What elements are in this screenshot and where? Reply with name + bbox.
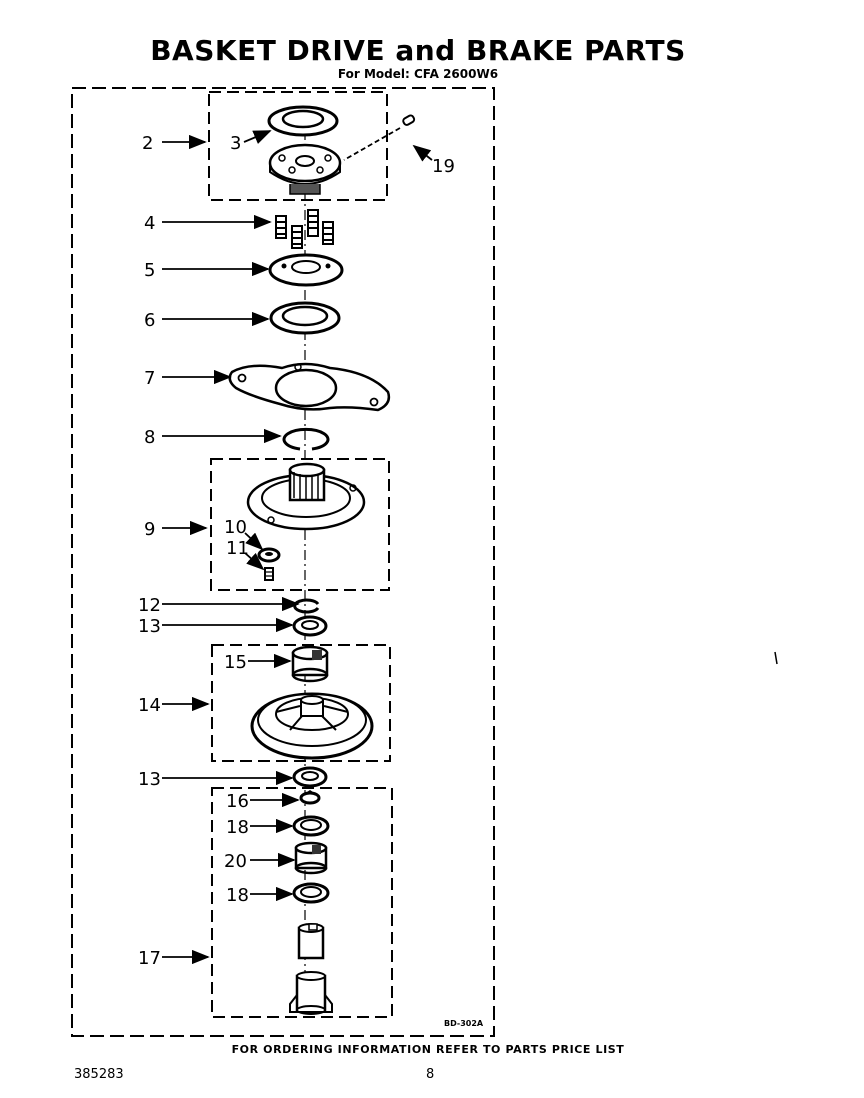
part-number: 385283 <box>74 1067 124 1082</box>
part-9-brake-housing <box>246 462 366 531</box>
callout-20: 20 <box>224 851 247 872</box>
part-20-sleeve <box>294 841 328 875</box>
part-15-bushing <box>291 645 329 683</box>
model-subtitle: For Model: CFA 2600W6 <box>337 67 499 81</box>
page-title: BASKET DRIVE and BRAKE PARTS <box>150 34 686 67</box>
part-8-snap-ring <box>282 427 330 451</box>
part-19-pin <box>402 114 416 126</box>
callout-7: 7 <box>144 368 155 389</box>
group-box-14 <box>211 644 391 762</box>
callout-2: 2 <box>142 133 153 154</box>
callout-13-lower: 13 <box>138 769 161 790</box>
part-13-washer-upper <box>292 615 328 637</box>
callout-labels: 2 3 19 4 5 6 7 8 9 10 11 12 13 15 14 13 … <box>138 133 455 969</box>
part-6-ring <box>269 301 341 335</box>
callout-19: 19 <box>432 156 455 177</box>
part-3-washer <box>267 105 339 137</box>
part-16-ring <box>299 790 321 805</box>
part-4-springs <box>275 209 334 249</box>
part-18-bearing-lower <box>292 882 330 904</box>
part-5-plate <box>268 253 344 287</box>
callout-16: 16 <box>226 791 249 812</box>
callout-12: 12 <box>138 595 161 616</box>
part-10-small-bearing <box>257 547 281 563</box>
callout-9: 9 <box>144 519 155 540</box>
outer-dashed-frame <box>71 87 495 1037</box>
part-11-screw <box>264 567 274 581</box>
callout-18-lower: 18 <box>226 885 249 906</box>
group-box-9 <box>210 458 390 591</box>
part-2-hub <box>268 143 342 195</box>
group-box-17 <box>211 787 393 1018</box>
callout-14: 14 <box>138 695 161 716</box>
diagram-id-label: BD-302A <box>444 1019 484 1028</box>
callout-6: 6 <box>144 310 155 331</box>
callout-4: 4 <box>144 213 155 234</box>
part-7-bracket <box>228 362 391 412</box>
callout-18-upper: 18 <box>226 817 249 838</box>
callout-5: 5 <box>144 260 155 281</box>
callout-3: 3 <box>230 133 241 154</box>
callout-15: 15 <box>224 652 247 673</box>
scan-mark <box>774 651 778 665</box>
page-number: 8 <box>426 1067 435 1082</box>
part-13-washer-lower <box>292 766 328 788</box>
part-17-tube-assembly <box>289 923 333 1015</box>
callout-17: 17 <box>138 948 161 969</box>
callout-8: 8 <box>144 427 155 448</box>
part-14-pulley <box>250 692 374 760</box>
callout-10: 10 <box>224 517 247 538</box>
ordering-note: FOR ORDERING INFORMATION REFER TO PARTS … <box>231 1043 625 1056</box>
leader-arrows <box>162 127 433 965</box>
callout-13-upper: 13 <box>138 616 161 637</box>
callout-11: 11 <box>226 538 249 559</box>
part-12-clip <box>293 598 320 614</box>
part-18-bearing-upper <box>292 815 330 837</box>
